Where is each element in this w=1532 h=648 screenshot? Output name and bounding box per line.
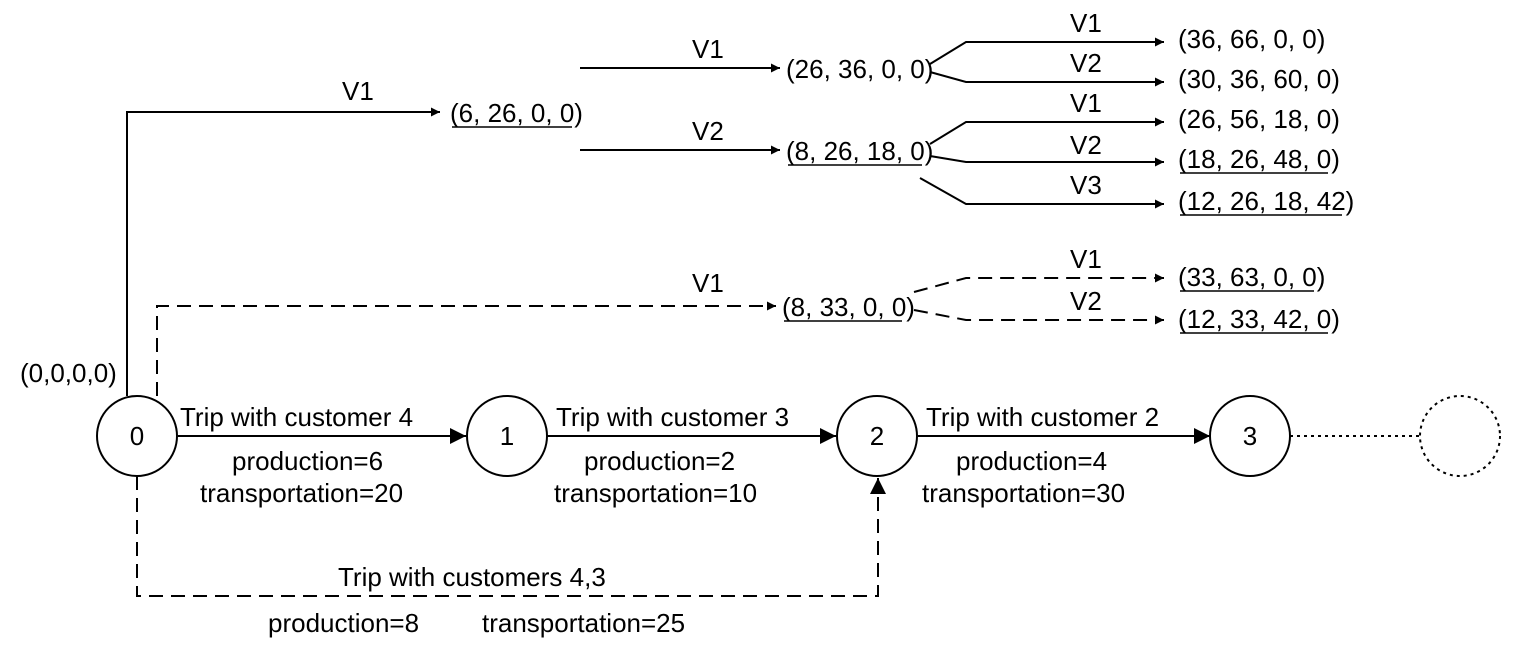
state-b-1: (33, 63, 0, 0)	[1178, 262, 1325, 292]
edge-2-3-transportation: transportation=30	[922, 478, 1125, 508]
tree-edge-aa-1-vehicle: V1	[1070, 8, 1102, 38]
tree-edge-aa-2-vehicle: V2	[1070, 48, 1102, 78]
edge-1-2-trip: Trip with customer 3	[556, 402, 789, 432]
edge-0-2-combined	[136, 476, 886, 597]
state-b: (8, 33, 0, 0)	[782, 292, 915, 322]
edge-1-2-production: production=2	[584, 446, 735, 476]
node-3-label: 3	[1243, 421, 1257, 451]
tree-edge-a-ab-vehicle: V2	[692, 116, 724, 146]
tree-edge-a-aa-vehicle: V1	[692, 34, 724, 64]
tree-edge-root-b	[156, 301, 776, 396]
node-3: 3	[1209, 395, 1291, 477]
state-ab: (8, 26, 18, 0)	[786, 136, 933, 166]
node-1-label: 1	[500, 421, 514, 451]
state-ab-2: (18, 26, 48, 0)	[1178, 144, 1340, 174]
combined-edge-production: production=8	[268, 608, 419, 638]
tree-edge-ab-2	[929, 155, 1164, 167]
tree-edge-b-1-vehicle: V1	[1070, 244, 1102, 274]
node-2-label: 2	[870, 421, 884, 451]
combined-edge-transportation: transportation=25	[482, 608, 685, 638]
tree-edge-ab-3	[919, 177, 1164, 209]
node-0: 0	[96, 395, 178, 477]
node-next	[1419, 395, 1501, 477]
node-0-label: 0	[130, 421, 144, 451]
edge-0-1-transportation: transportation=20	[200, 478, 403, 508]
tree-edge-ab-2-vehicle: V2	[1070, 130, 1102, 160]
tree-edge-root-a	[126, 107, 440, 396]
state-ab-3: (12, 26, 18, 42)	[1178, 186, 1354, 216]
tree-edge-root-b-vehicle: V1	[692, 268, 724, 298]
tree-edge-b-2	[913, 309, 1164, 325]
state-aa: (26, 36, 0, 0)	[786, 54, 933, 84]
edge-0-1-trip: Trip with customer 4	[180, 402, 413, 432]
root-label: (0,0,0,0)	[20, 358, 117, 388]
tree-edge-b-2-vehicle: V2	[1070, 286, 1102, 316]
edge-2-3-production: production=4	[956, 446, 1107, 476]
tree-edge-ab-3-vehicle: V3	[1070, 170, 1102, 200]
tree-edge-aa-1	[929, 37, 1164, 65]
node-1: 1	[466, 395, 548, 477]
node-2: 2	[836, 395, 918, 477]
state-aa-1: (36, 66, 0, 0)	[1178, 24, 1325, 54]
tree-edge-ab-1-vehicle: V1	[1070, 88, 1102, 118]
state-aa-2: (30, 36, 60, 0)	[1178, 64, 1340, 94]
tree-edge-aa-2	[929, 71, 1164, 87]
edge-1-2-transportation: transportation=10	[554, 478, 757, 508]
state-ab-1: (26, 56, 18, 0)	[1178, 104, 1340, 134]
edge-2-3-trip: Trip with customer 2	[926, 402, 1159, 432]
state-a: (6, 26, 0, 0)	[450, 98, 583, 128]
tree-edge-root-a-vehicle: V1	[342, 76, 374, 106]
tree-edge-b-1	[913, 273, 1164, 293]
combined-edge-trip: Trip with customers 4,3	[338, 562, 606, 592]
edge-0-1-production: production=6	[232, 446, 383, 476]
state-b-2: (12, 33, 42, 0)	[1178, 304, 1340, 334]
tree-edge-ab-1	[929, 117, 1164, 145]
